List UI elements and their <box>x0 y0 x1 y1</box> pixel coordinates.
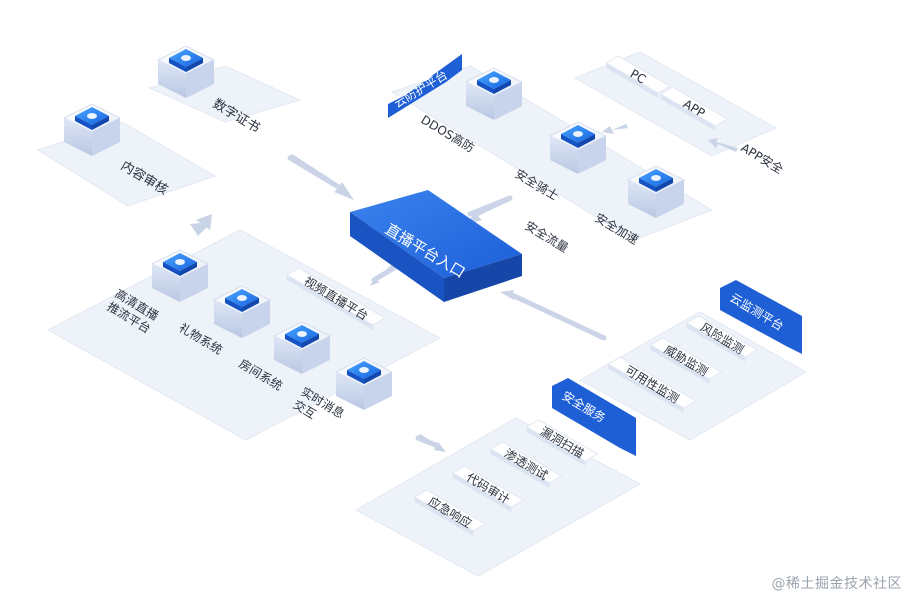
gear-icon <box>477 71 511 94</box>
digital-cert-cube[interactable] <box>156 45 216 98</box>
secure-traffic-label: 安全流量 <box>522 218 571 256</box>
watermark: @稀土掘金技术社区 <box>771 576 902 592</box>
room-cube[interactable] <box>272 321 332 374</box>
message-cube[interactable] <box>334 357 394 410</box>
arrow-clients-to-knight <box>602 124 628 134</box>
video-icon <box>285 325 319 348</box>
content-review-cube[interactable] <box>62 103 122 156</box>
cloud-monitor-panel <box>578 311 808 441</box>
security-service-badge: 安全服务 <box>552 378 636 456</box>
review-icon <box>75 107 109 130</box>
pc-pill[interactable]: PC <box>605 55 671 98</box>
rocket-icon <box>639 169 673 192</box>
chat-icon <box>347 361 381 384</box>
shield-icon <box>561 125 595 148</box>
play-icon <box>163 253 197 276</box>
arrow-app-security <box>708 138 738 152</box>
app-pill[interactable]: APP <box>659 86 729 131</box>
hd-stream-cube[interactable] <box>150 249 210 302</box>
accel-cube[interactable] <box>626 165 686 218</box>
certificate-icon <box>169 49 203 72</box>
app-security-label: APP安全 <box>738 140 786 177</box>
knight-cube[interactable] <box>548 121 608 174</box>
gift-cube[interactable] <box>212 285 272 338</box>
gift-icon <box>225 289 259 312</box>
live-entry-block[interactable]: 直播平台入口 <box>350 190 522 302</box>
arrow-center-to-content-head <box>196 214 212 230</box>
pc-pill-label: PC <box>628 67 649 87</box>
ddos-cube[interactable] <box>464 67 524 120</box>
